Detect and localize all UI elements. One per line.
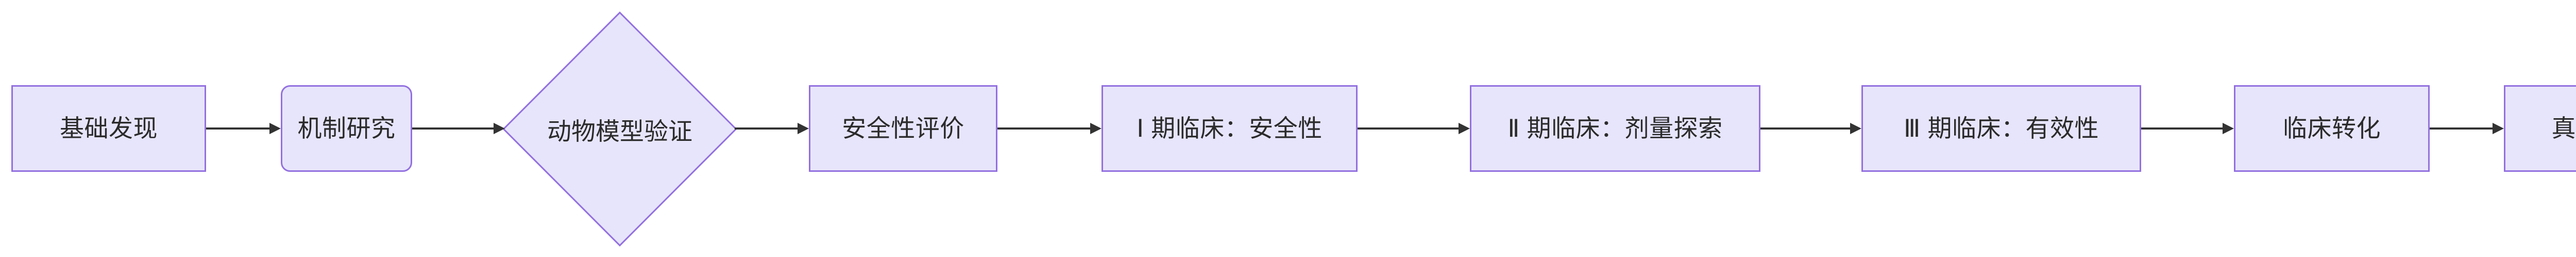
flow-node-clinical-translation[interactable]: 临床转化 bbox=[2234, 85, 2430, 172]
flow-node-safety-evaluation[interactable]: 安全性评价 bbox=[809, 85, 997, 172]
arrow-shaft bbox=[997, 127, 1091, 130]
arrowhead-icon bbox=[798, 123, 809, 134]
flow-arrow-7 bbox=[2141, 123, 2234, 134]
flow-node-label: Ⅲ 期临床：有效性 bbox=[1904, 114, 2099, 142]
flow-node-real-world-study[interactable]: 真实世界研究 bbox=[2504, 85, 2576, 172]
arrow-shaft bbox=[1760, 127, 1851, 130]
arrow-shaft bbox=[412, 127, 495, 130]
arrowhead-icon bbox=[494, 123, 505, 134]
flow-node-label: 动物模型验证 bbox=[547, 117, 692, 145]
flow-node-phase1-clinical-safety[interactable]: Ⅰ 期临床：安全性 bbox=[1101, 85, 1358, 172]
flow-arrow-4 bbox=[997, 123, 1101, 134]
flow-arrow-5 bbox=[1358, 123, 1470, 134]
flow-node-animal-model-validation[interactable]: 动物模型验证 bbox=[502, 11, 737, 247]
arrow-shaft bbox=[735, 127, 799, 130]
flow-node-phase3-clinical-efficacy[interactable]: Ⅲ 期临床：有效性 bbox=[1861, 85, 2141, 172]
arrow-shaft bbox=[1358, 127, 1460, 130]
flow-node-mechanism-research[interactable]: 机制研究 bbox=[281, 85, 412, 172]
arrowhead-icon bbox=[1090, 123, 1101, 134]
flow-node-label: 真实世界研究 bbox=[2551, 114, 2576, 142]
arrow-shaft bbox=[206, 127, 270, 130]
flow-arrow-6 bbox=[1760, 123, 1861, 134]
arrowhead-icon bbox=[2223, 123, 2234, 134]
flow-node-label: Ⅰ 期临床：安全性 bbox=[1137, 114, 1323, 142]
flow-arrow-1 bbox=[206, 123, 281, 134]
arrowhead-icon bbox=[1459, 123, 1470, 134]
arrowhead-icon bbox=[269, 123, 281, 134]
flow-node-label: 安全性评价 bbox=[842, 114, 964, 142]
flow-node-basic-discovery[interactable]: 基础发现 bbox=[11, 85, 206, 172]
arrow-shaft bbox=[2430, 127, 2494, 130]
flow-node-label: 基础发现 bbox=[60, 114, 158, 142]
arrow-shaft bbox=[2141, 127, 2224, 130]
flow-node-phase2-clinical-dose-exploration[interactable]: Ⅱ 期临床：剂量探索 bbox=[1470, 85, 1760, 172]
flow-arrow-2 bbox=[412, 123, 505, 134]
flow-node-label: 机制研究 bbox=[297, 114, 396, 142]
arrowhead-icon bbox=[2493, 123, 2504, 134]
flow-arrow-3 bbox=[735, 123, 809, 134]
flow-node-label: 临床转化 bbox=[2283, 114, 2381, 142]
arrowhead-icon bbox=[1850, 123, 1861, 134]
flow-node-label: Ⅱ 期临床：剂量探索 bbox=[1507, 114, 1723, 142]
flow-arrow-8 bbox=[2430, 123, 2504, 134]
